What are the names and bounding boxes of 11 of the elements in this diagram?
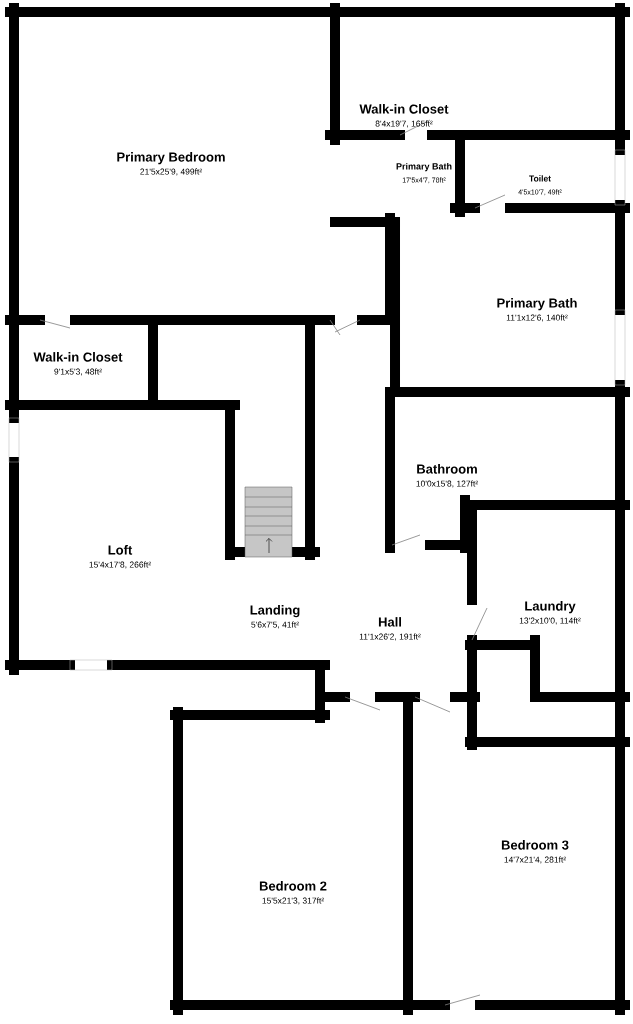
room-label: Bedroom 3 14'7x21'4, 281ft² xyxy=(501,840,569,864)
room-label: Hall 11'1x26'2, 191ft² xyxy=(359,617,421,641)
room-label: Loft 15'4x17'8, 266ft² xyxy=(89,545,151,569)
room-label: Bathroom 10'0x15'8, 127ft² xyxy=(416,464,478,488)
room-label: Primary Bath 11'1x12'6, 140ft² xyxy=(497,298,577,322)
room-label: Laundry 13'2x10'0, 114ft² xyxy=(519,601,581,625)
room-label: Walk-in Closet 8'4x19'7, 165ft² xyxy=(359,104,449,128)
room-label: Walk-in Closet 9'1x5'3, 48ft² xyxy=(33,352,123,376)
room-label: Bedroom 2 15'5x21'3, 317ft² xyxy=(259,881,327,905)
room-label: Primary Bedroom 21'5x25'9, 499ft² xyxy=(117,152,225,176)
room-label: Landing 5'6x7'5, 41ft² xyxy=(250,605,300,629)
